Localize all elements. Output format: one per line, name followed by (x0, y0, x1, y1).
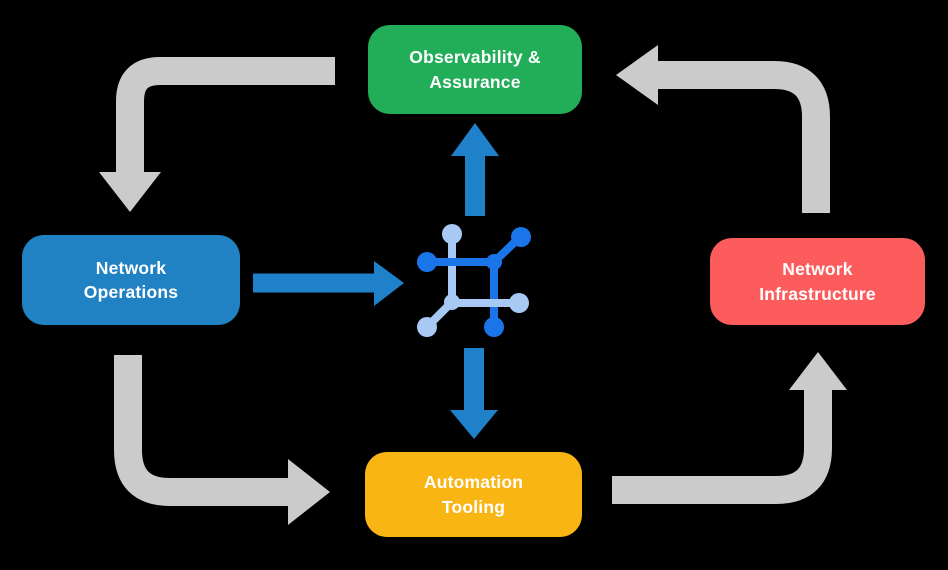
node-label-observability-assurance: Observability & Assurance (409, 47, 541, 92)
node-network-operations: Network Operations (22, 235, 240, 325)
cycle-arrow-tooling-to-infrastructure (612, 352, 847, 504)
hub-arrow-icon-to-tooling (450, 348, 498, 439)
node-label-network-operations: Network Operations (83, 257, 179, 302)
cycle-arrow-operations-to-tooling (114, 355, 330, 525)
cycle-arrow-infrastructure-to-observability (616, 45, 830, 213)
network-mesh-icon (417, 224, 531, 337)
node-network-infrastructure: Network Infrastructure (710, 238, 925, 325)
hub-arrow-operations-to-icon (253, 261, 404, 306)
node-automation-tooling: Automation Tooling (365, 452, 582, 537)
cycle-arrow-observability-to-operations (99, 57, 335, 212)
node-label-automation-tooling: Automation Tooling (423, 472, 524, 517)
hub-arrow-icon-to-observability (451, 123, 499, 216)
node-label-network-infrastructure: Network Infrastructure (759, 259, 876, 304)
node-observability-assurance: Observability & Assurance (368, 25, 582, 114)
